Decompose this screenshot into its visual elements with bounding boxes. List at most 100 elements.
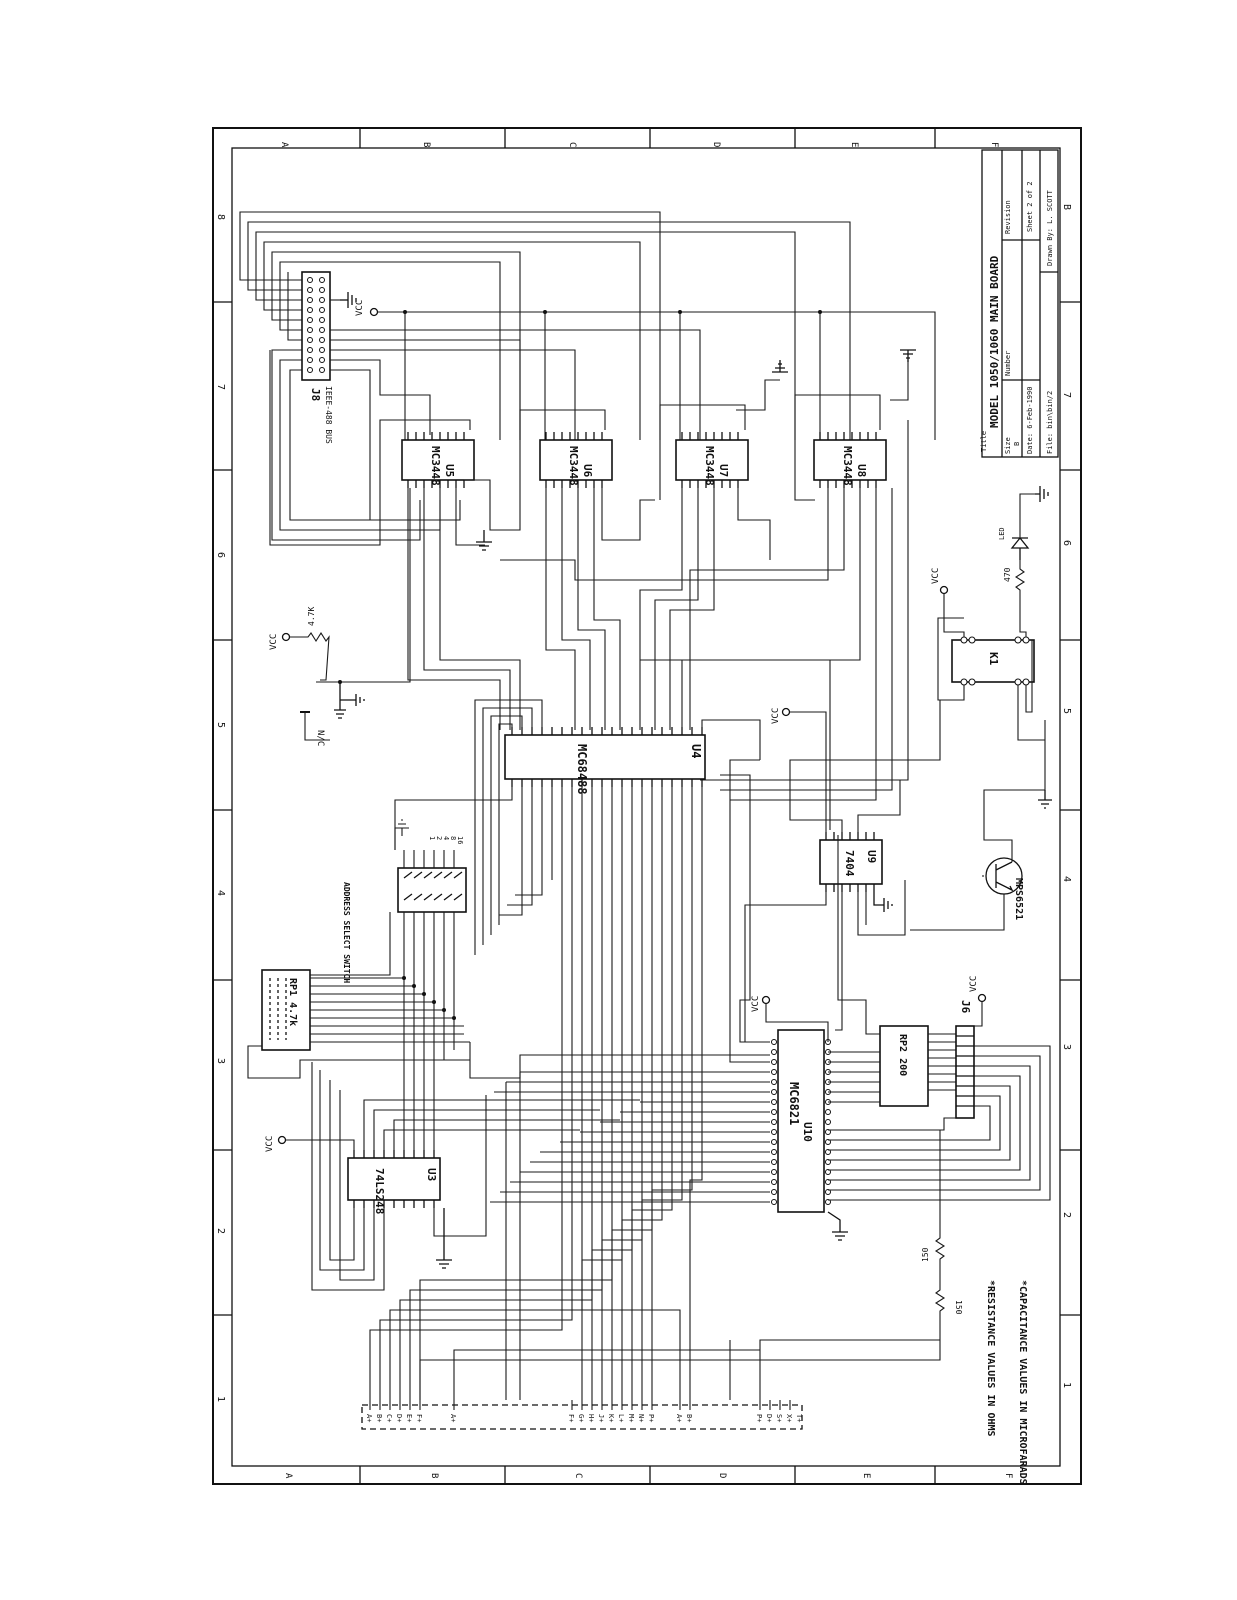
pin-label-5: F+ xyxy=(415,1414,423,1422)
title-label: Title xyxy=(980,431,988,452)
zone-top-e: E xyxy=(849,142,859,147)
led-label: LED xyxy=(998,527,1006,540)
zone-bottom-a: A xyxy=(283,1473,293,1479)
date-text: Date: 6-Feb-1990 xyxy=(1026,387,1034,454)
connector-pins xyxy=(369,1309,791,1410)
zone-labels-right: B 7 6 5 4 3 2 1 xyxy=(1061,204,1072,1388)
u9-ref: U9 xyxy=(865,850,878,863)
j6-connector: J6 VCC xyxy=(828,976,1051,1201)
switch-pin-2: 2 xyxy=(435,836,443,840)
r-a-value: 150 xyxy=(921,1247,930,1262)
notes: *RESISTANCE VALUES IN OHMS *CAPACITANCE … xyxy=(985,1280,1028,1485)
file-text: File: bin\bin/2 xyxy=(1046,391,1054,454)
pin-label-14: N+ xyxy=(637,1414,645,1422)
u10-ref: U10 xyxy=(801,1122,814,1142)
sheet-text: Sheet 2 of 2 xyxy=(1026,181,1034,232)
vcc-j6-label: VCC xyxy=(969,976,979,992)
zone-labels-bottom: A B C D E F xyxy=(283,1473,1013,1479)
pin-label-4: E+ xyxy=(405,1414,413,1422)
rp1-label: RP1 4.7k xyxy=(287,978,298,1026)
u3-chip: 74LS248 U3 VCC xyxy=(265,1062,640,1291)
transistor-q1: MPS6521 xyxy=(910,720,1052,931)
zone-bottom-d: D xyxy=(717,1473,727,1478)
r-pullup-value: 4.7K xyxy=(307,607,316,626)
rp2-label: RP2 200 xyxy=(897,1034,908,1076)
u5-ref: U5 xyxy=(443,464,456,477)
zone-bottom-b: B xyxy=(429,1473,439,1478)
k1-relay: K1 VCC 470 LED xyxy=(931,486,1049,741)
r-led-value: 470 xyxy=(1003,567,1012,582)
zone-right-5: 5 xyxy=(1061,708,1072,714)
pin-label-19: D+ xyxy=(765,1414,773,1422)
u4-part: MC68488 xyxy=(575,744,589,795)
outer-border xyxy=(212,127,1082,1485)
pin-label-12: L+ xyxy=(617,1414,625,1422)
zone-left-8: 8 xyxy=(215,214,226,220)
u4-left-wires xyxy=(394,699,553,955)
switch-pin-4: 4 xyxy=(442,836,450,840)
vcc-u10-label: VCC xyxy=(751,996,761,1012)
switch-label: ADDRESS SELECT SWITCH xyxy=(342,882,351,983)
k1-ref: K1 xyxy=(987,652,1000,666)
ground-j8 xyxy=(340,292,357,308)
vcc-top: VCC xyxy=(355,300,936,440)
transceiver-wires xyxy=(269,350,909,801)
pin-label-18: P+ xyxy=(755,1414,763,1422)
zone-right-3: 3 xyxy=(1061,1044,1072,1050)
zone-left-2: 2 xyxy=(215,1228,226,1234)
u10-left-wires xyxy=(490,759,770,1400)
vcc-k1-label: VCC xyxy=(931,568,941,584)
mc3448-pins xyxy=(407,432,877,488)
pin-label-10: J+ xyxy=(597,1414,605,1422)
u7-part: MC3448 xyxy=(703,446,716,486)
pullup-resistor: VCC 4.7K N/C xyxy=(269,488,411,746)
zone-right-2: 2 xyxy=(1061,1212,1072,1218)
address-select-switch: ADDRESS SELECT SWITCH 1 2 4 8 16 xyxy=(300,819,467,1100)
zone-labels-top: A B C D E F xyxy=(279,142,999,148)
u9-part: 7404 xyxy=(843,850,856,877)
zone-right-1: 1 xyxy=(1061,1382,1072,1388)
note-resistance: *RESISTANCE VALUES IN OHMS xyxy=(985,1280,996,1437)
u5-chip: MC3448 U5 xyxy=(401,439,475,486)
zone-top-f: F xyxy=(989,142,999,147)
bottom-connector: A+ B+ C+ D+ E+ F+ A+ F+ G+ H+ J+ K+ L+ M… xyxy=(361,1309,803,1430)
u7-ref: U7 xyxy=(717,464,730,477)
u8-ref: U8 xyxy=(855,464,868,477)
u6-chip: MC3448 U6 xyxy=(539,439,613,486)
zone-top-c: C xyxy=(567,142,577,147)
zone-top-a: A xyxy=(279,142,289,148)
grounds-mc3448 xyxy=(476,349,916,551)
pin-label-0: A+ xyxy=(365,1414,373,1422)
u10-part: MC6821 xyxy=(787,1082,801,1125)
pin-label-16: A+ xyxy=(675,1414,683,1422)
vcc-top-label: VCC xyxy=(355,300,365,316)
u6-ref: U6 xyxy=(581,464,594,478)
r-b-value: 150 xyxy=(954,1300,963,1315)
nc-label: N/C xyxy=(315,730,325,746)
zone-left-3: 3 xyxy=(215,1058,226,1064)
zone-left-5: 5 xyxy=(215,722,226,728)
zone-top-b: B xyxy=(421,142,431,147)
note-capacitance: *CAPACITANCE VALUES IN MICROFARADS xyxy=(1017,1280,1028,1485)
u5-part: MC3448 xyxy=(429,446,442,486)
pin-label-17: B+ xyxy=(685,1414,693,1422)
pin-label-15: P+ xyxy=(647,1414,655,1422)
pin-label-9: H+ xyxy=(587,1414,595,1422)
pin-label-20: S+ xyxy=(775,1414,783,1422)
u8-part: MC3448 xyxy=(841,446,854,486)
top-zone-ticks xyxy=(213,128,1081,1484)
zone-left-6: 6 xyxy=(215,552,226,558)
pin-label-11: K+ xyxy=(607,1414,615,1422)
drawn-by-text: Drawn By: L. SCOTT xyxy=(1046,189,1054,266)
pin-label-22: T+ xyxy=(795,1414,803,1422)
zone-right-6: 6 xyxy=(1061,540,1072,546)
pin-label-8: G+ xyxy=(577,1414,585,1422)
u3-part: 74LS248 xyxy=(373,1168,386,1214)
u9-chip: 7404 U9 VCC xyxy=(744,700,941,1042)
zone-top-d: D xyxy=(711,142,721,147)
pin-label-6: A+ xyxy=(449,1414,457,1422)
u7-chip: MC3448 U7 xyxy=(675,439,749,486)
pin-label-13: M+ xyxy=(627,1414,635,1422)
j6-ref: J6 xyxy=(959,1000,972,1014)
zone-left-1: 1 xyxy=(215,1396,226,1402)
